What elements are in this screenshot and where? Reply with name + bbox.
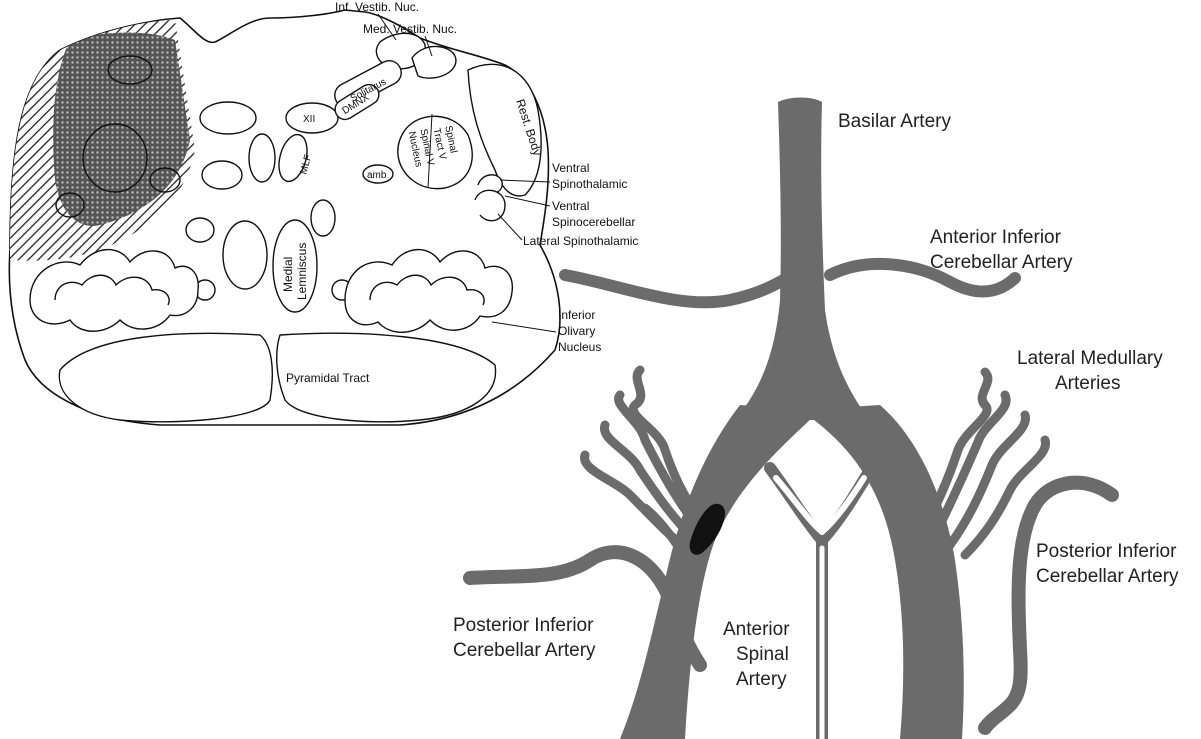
label-aica-2: Cerebellar Artery [930,252,1073,273]
label-pica-right-2: Cerebellar Artery [1036,566,1179,587]
label-amb: amb [367,170,387,181]
medulla-cross-section: Inf. Vestib. Nuc. Med. Vestib. Nuc. Soli… [9,0,638,425]
label-ventral-spinothalamic-2: Spinothalamic [552,177,627,191]
aica-left [565,268,805,302]
label-ventral-spinocerebellar-1: Ventral [552,199,589,213]
pica-right [985,483,1112,728]
label-inf-vestib-nuc: Inf. Vestib. Nuc. [335,0,419,14]
label-inferior-olivary-2: Olivary [558,324,595,338]
label-lateral-medullary-2: Arteries [1055,373,1120,394]
left-dorsal-nucleus [200,102,256,134]
label-lateral-medullary-1: Lateral Medullary [1017,348,1163,369]
label-pyramidal-tract: Pyramidal Tract [286,371,370,385]
label-ventral-spinothalamic-1: Ventral [552,161,589,175]
label-anterior-spinal-1: Anterior [723,619,790,640]
label-pica-left-2: Cerebellar Artery [453,640,596,661]
spinal-trigeminal-complex [398,116,472,188]
label-anterior-spinal-2: Spinal [736,644,789,665]
basilar-artery [735,98,870,421]
label-lateral-spinothalamic: Lateral Spinothalamic [523,234,638,248]
label-pica-left-1: Posterior Inferior [453,615,594,636]
label-inferior-olivary-1: Inferior [558,308,595,322]
label-ventral-spinocerebellar-2: Spinocerebellar [552,215,635,229]
label-inferior-olivary-3: Nucleus [558,340,601,354]
left-ventral-oval [223,221,267,289]
mlf-left [249,134,275,182]
label-medial-lemniscus-1: Medial [281,257,295,292]
label-anterior-spinal-3: Artery [736,669,787,690]
label-med-vestib-nuc: Med. Vestib. Nuc. [363,22,457,36]
label-aica-1: Anterior Inferior [930,227,1062,248]
label-xii: XII [303,114,315,125]
lateral-medullary-arteries-left [585,370,708,565]
label-pica-right-1: Posterior Inferior [1036,541,1177,562]
label-basilar-artery: Basilar Artery [838,111,951,132]
label-medial-lemniscus-2: Lemniscus [295,243,309,300]
